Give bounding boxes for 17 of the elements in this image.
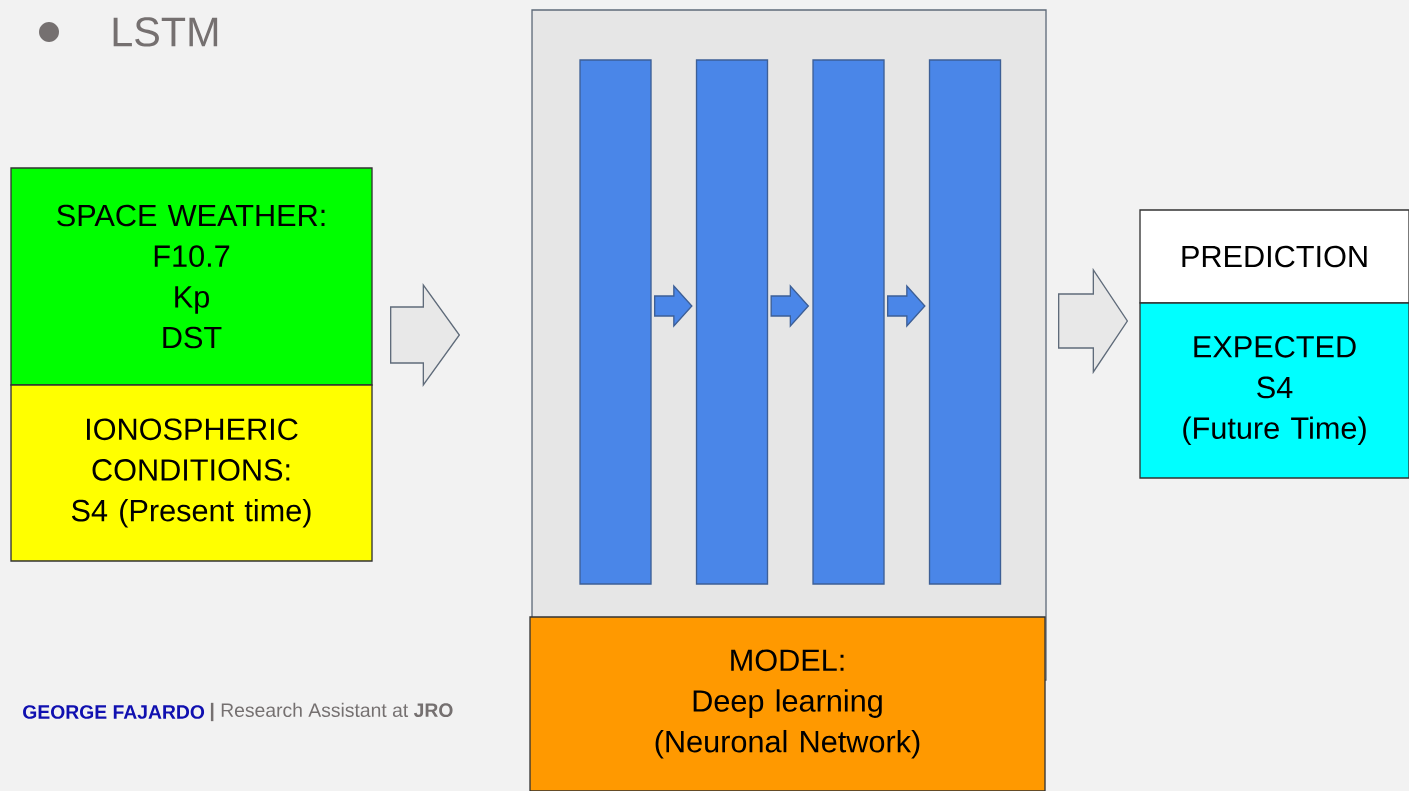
block-arrow xyxy=(1058,267,1129,375)
block-arrow xyxy=(770,284,810,328)
output-header-box: PREDICTION xyxy=(1139,209,1409,304)
block-arrow xyxy=(887,284,926,328)
author-name: GEORGE FAJARDO xyxy=(23,705,205,719)
model-box: MODEL: Deep learning (Neuronal Network) xyxy=(529,616,1046,791)
block-arrow xyxy=(390,282,461,388)
output-box: EXPECTED S4 (Future Time) xyxy=(1139,302,1409,479)
input-box: IONOSPHERIC CONDITIONS: S4 (Present time) xyxy=(10,384,373,562)
layer-bar xyxy=(928,59,1002,585)
layer-bar xyxy=(695,59,769,585)
block-arrow xyxy=(654,284,693,328)
layer-bar xyxy=(579,59,652,585)
author-role: | Research Assistant at JRO xyxy=(210,702,453,722)
input-box: SPACE WEATHER: F10.7 Kp DST xyxy=(10,167,373,386)
layer-bar xyxy=(812,59,885,585)
list-item: LSTM xyxy=(113,17,218,47)
